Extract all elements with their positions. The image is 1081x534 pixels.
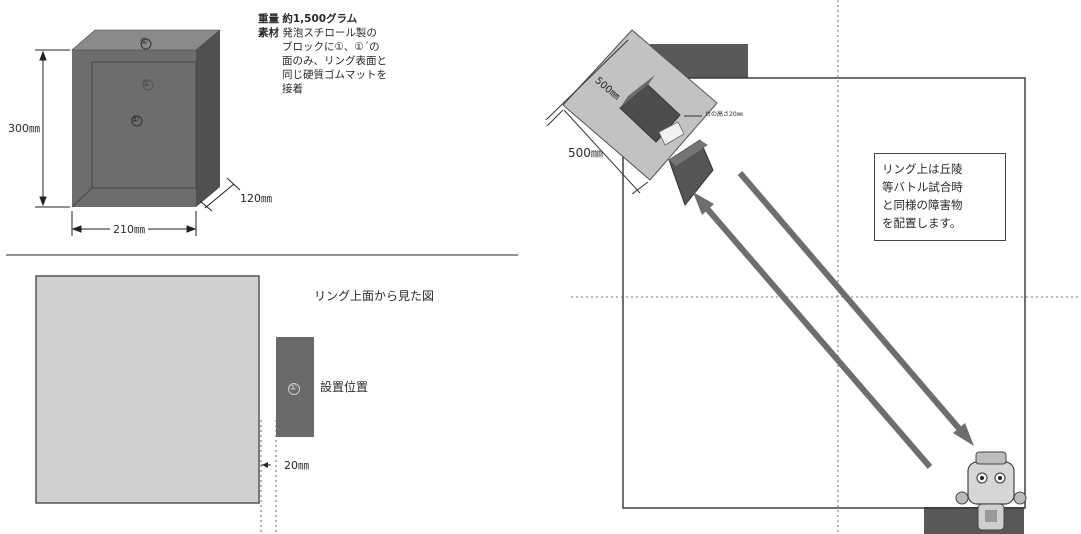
diagonal-arrows	[693, 171, 974, 469]
face-label-top: ①	[140, 37, 149, 47]
block-inner-diag	[71, 187, 93, 208]
face-mark-center	[131, 115, 143, 127]
arrow-head-up	[693, 192, 714, 215]
weight-value: 約1,500グラム	[282, 13, 358, 25]
table-height-label: 台の高さ20㎜	[705, 111, 743, 118]
block-front-face	[72, 50, 196, 207]
obstacle-block-top	[620, 75, 655, 108]
material-line-2: ブロックに①、①´の	[282, 41, 380, 53]
block-spec: 重量 約1,500グラム 素材 発泡スチロール製の ブロックに①、①´の 面のみ…	[258, 12, 387, 96]
note-line-3: と同様の障害物	[882, 198, 963, 212]
block-dimensions	[35, 49, 241, 236]
block-marker-mark	[288, 383, 300, 395]
mat-height-label: 500㎜	[568, 146, 603, 160]
material-line-5: 接着	[282, 83, 303, 95]
face-label-center: ①	[131, 115, 140, 125]
weight-label: 重量	[258, 13, 279, 25]
material-label: 素材	[258, 27, 279, 39]
face-label-mid: ①	[142, 79, 151, 89]
mat-square	[35, 275, 260, 504]
corner-post-bottom	[924, 507, 1024, 534]
ring-outline	[622, 77, 1026, 509]
pedestal-link	[658, 121, 685, 146]
ring-note-box: リング上は丘陵 等バトル試合時 と同様の障害物 を配置します。	[874, 153, 1006, 241]
obstacle-block	[619, 84, 681, 143]
width-dim-label: 210㎜	[110, 224, 148, 235]
placement-dims	[545, 39, 702, 195]
top-view-title: リング上面から見た図	[314, 289, 435, 303]
block-3d	[71, 29, 221, 208]
material-line-3: 面のみ、リング表面と	[282, 55, 387, 67]
face-mark-top	[140, 38, 152, 50]
material-line-4: 同じ硬質ゴムマットを	[282, 69, 387, 81]
arrow-head-down	[953, 423, 974, 446]
note-line-2: 等バトル試合時	[882, 180, 963, 194]
block-side-face	[196, 30, 220, 207]
face-mark-mid	[142, 79, 154, 91]
block-inner-edge	[91, 61, 197, 189]
note-line-4: を配置します。	[882, 216, 962, 230]
block-marker	[276, 337, 314, 437]
standing-block-top	[669, 140, 708, 166]
top-view-mark: ①	[289, 383, 298, 393]
robot-icon	[955, 451, 1027, 531]
height-dim-label: 300㎜	[8, 122, 40, 135]
depth-dim-line	[204, 183, 235, 209]
depth-dim-label: 120㎜	[240, 192, 272, 205]
gap-label: 20㎜	[284, 459, 309, 472]
material-line-1: 発泡スチロール製の	[282, 27, 377, 39]
position-label: 設置位置	[320, 380, 369, 394]
note-line-1: リング上は丘陵	[882, 162, 963, 176]
